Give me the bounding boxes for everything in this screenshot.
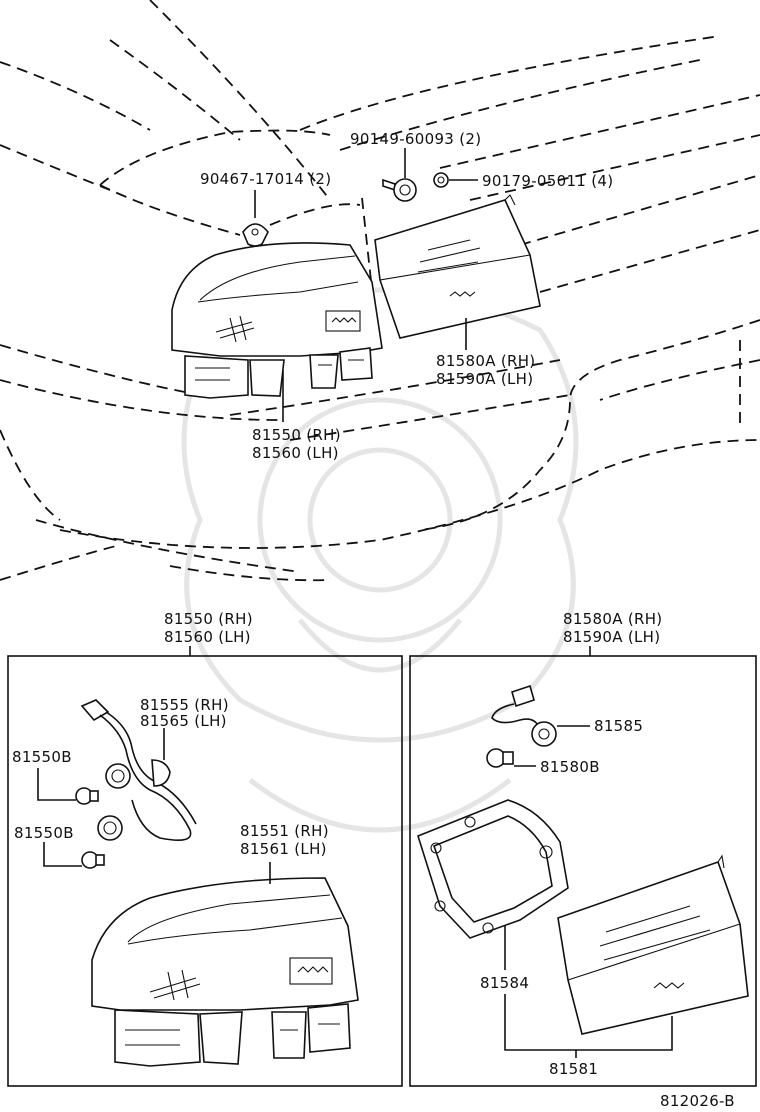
bulb-1 [75,787,99,805]
lamp-box-label-rh: 81580A (RH) [563,610,662,628]
garnish-lamp-top [374,194,541,339]
bulb-2-leader [43,842,82,867]
clip-label: 90467-17014 (2) [200,170,331,188]
lens-label-lh: 81561 (LH) [240,840,327,858]
bulb-1-label: 81550B [12,748,72,766]
car-body-outline [0,0,760,582]
nut-part [433,172,449,188]
garnish-lens-label: 81581 [549,1060,598,1078]
tail-box-label-lh: 81560 (LH) [164,628,251,646]
screw-part [382,178,417,202]
tail-lens-detail [91,877,359,1067]
lens-label-rh: 81551 (RH) [240,822,329,840]
tail-lamp-assembly-top [171,242,383,399]
clip-part [242,223,269,247]
bulb-2 [81,851,105,869]
garnish-top-label-lh: 81590A (LH) [436,370,533,388]
bulb-right-label: 81580B [540,758,600,776]
socket-right [491,684,557,747]
tail-top-label-lh: 81560 (LH) [252,444,339,462]
socket-wire-harness [80,699,197,841]
tail-lamp-detail-box [7,655,403,1087]
garnish-top-label-rh: 81580A (RH) [436,352,535,370]
bulb-right [486,748,514,768]
gasket [417,799,569,939]
figure-id: 812026-B [660,1092,735,1110]
socket-label-rh: 81555 (RH) [140,696,229,714]
tail-box-label-rh: 81550 (RH) [164,610,253,628]
socket-label-lh: 81565 (LH) [140,712,227,730]
socket-right-label: 81585 [594,717,643,735]
lamp-box-label-lh: 81590A (LH) [563,628,660,646]
bulb-2-label: 81550B [14,824,74,842]
nut-label: 90179-05011 (4) [482,172,613,190]
gasket-label: 81584 [480,974,529,992]
screw-label: 90149-60093 (2) [350,130,481,148]
bulb-1-leader [37,768,76,801]
garnish-lens [557,854,749,1035]
garnish-lamp-detail-box [409,655,757,1087]
tail-top-label-rh: 81550 (RH) [252,426,341,444]
garnish-lens-bracket [504,994,673,1051]
